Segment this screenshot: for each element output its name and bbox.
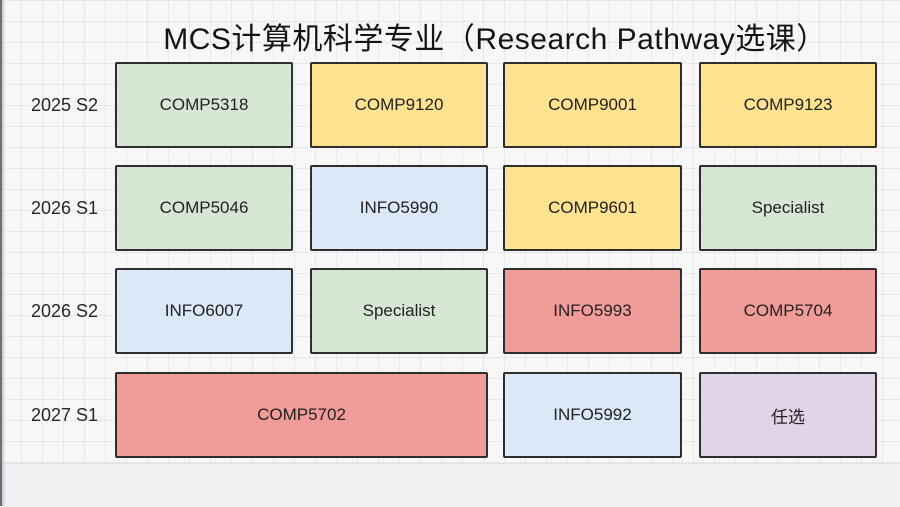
- course-box-comp5318: COMP5318: [115, 62, 293, 148]
- page-left-edge: [0, 0, 2, 506]
- row-label-2026-s1: 2026 S1: [30, 197, 98, 218]
- course-box-comp5704: COMP5704: [699, 268, 877, 354]
- course-box-info5993: INFO5993: [503, 268, 682, 354]
- row-label-2026-s2: 2026 S2: [30, 300, 98, 321]
- course-box-info5992: INFO5992: [503, 372, 682, 458]
- course-box-comp5046: COMP5046: [115, 165, 293, 251]
- course-box-info6007: INFO6007: [115, 268, 293, 354]
- page-bottom-band: [0, 463, 900, 507]
- course-box-specialist-1: Specialist: [699, 165, 877, 251]
- row-label-2027-s1: 2027 S1: [30, 404, 98, 425]
- course-box-elective: 任选: [699, 372, 877, 458]
- page-left-edge-shadow: [2, 0, 6, 506]
- course-box-comp9123: COMP9123: [699, 62, 877, 148]
- course-box-comp5702: COMP5702: [115, 372, 488, 458]
- course-box-comp9601: COMP9601: [503, 165, 682, 251]
- row-label-2025-s2: 2025 S2: [30, 94, 98, 115]
- course-box-specialist-2: Specialist: [310, 268, 488, 354]
- diagram-title: MCS计算机科学专业（Research Pathway选课）: [163, 23, 827, 56]
- course-box-info5990: INFO5990: [310, 165, 488, 251]
- course-box-comp9001: COMP9001: [503, 62, 682, 148]
- course-box-comp9120: COMP9120: [310, 62, 488, 148]
